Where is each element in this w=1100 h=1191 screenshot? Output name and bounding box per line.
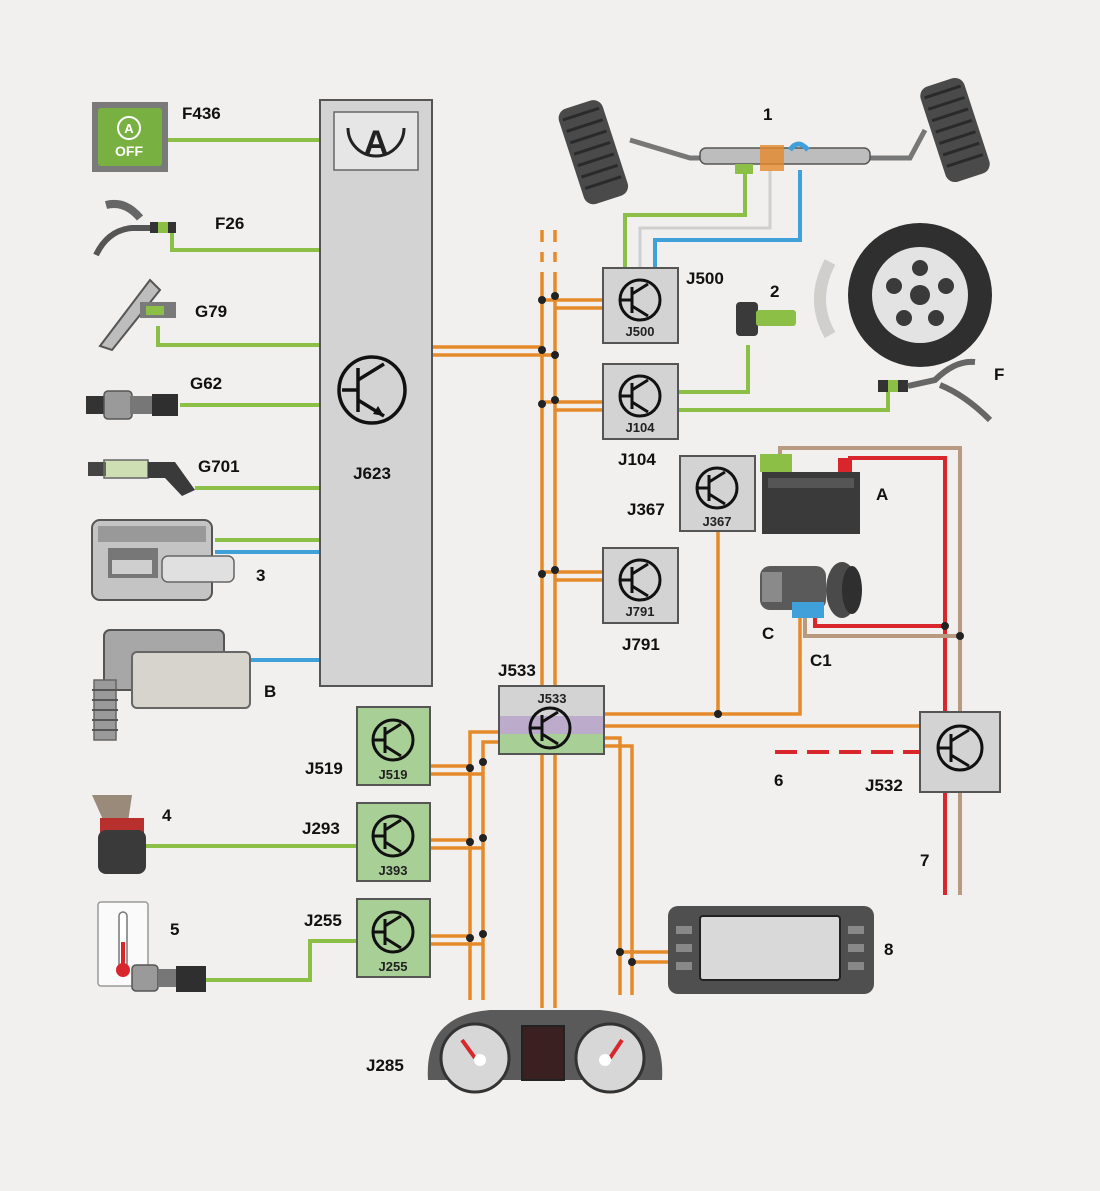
component-label: 8	[884, 940, 893, 959]
component-label: 4	[162, 806, 172, 825]
component-label: G701	[198, 457, 240, 476]
component-label: G79	[195, 302, 227, 321]
component-label: C1	[810, 651, 832, 670]
ecu-label: J532	[865, 776, 903, 795]
component-label: 5	[170, 920, 179, 939]
lin-wires	[215, 170, 802, 662]
ecu-label: J255	[304, 911, 342, 930]
idle-position-sensor-icon	[88, 459, 195, 496]
component-label: 7	[920, 851, 929, 870]
ecu-label: J500	[686, 269, 724, 288]
can-bus	[430, 230, 923, 1008]
alternator-icon	[760, 562, 862, 618]
ecu-label: J519	[305, 759, 343, 778]
dashed-wire-7	[943, 880, 962, 895]
component-label: B	[264, 682, 276, 701]
coolant-temperature-sensor-icon	[86, 390, 178, 420]
transistor-symbol-icon	[337, 355, 407, 425]
ecu-code: J500	[626, 324, 655, 339]
control-unit-j532: J532	[865, 711, 1001, 795]
battery-icon	[760, 454, 860, 534]
ecu-label: J104	[618, 450, 656, 469]
button-text: OFF	[115, 143, 143, 159]
gateway-j533: J533 J533	[498, 661, 605, 755]
clutch-pedal-switch-icon	[93, 199, 176, 257]
control-unit-j519: J519 J519	[305, 706, 431, 786]
ecu-code: J367	[703, 514, 732, 529]
wheel-icon	[814, 223, 992, 367]
ecu-label: J791	[622, 635, 660, 654]
start-stop-button-f436: A OFF F436	[92, 102, 221, 172]
ecu-code: J393	[379, 863, 408, 878]
ecu-label: J533	[498, 661, 536, 680]
instrument-cluster-icon	[427, 1010, 663, 1094]
brake-light-switch-icon	[878, 358, 993, 423]
engine-ecu-label: J623	[353, 464, 391, 483]
starter-motor-icon	[92, 629, 251, 741]
steering-rack-icon	[558, 77, 990, 205]
temperature-sensor-icon	[97, 901, 206, 992]
control-unit-j104: J104 J104	[602, 363, 679, 469]
control-unit-j367: J367 J367	[627, 455, 756, 532]
component-label: A	[876, 485, 888, 504]
ecu-code: J519	[379, 767, 408, 782]
bus-junction-dots	[466, 292, 964, 966]
engine-control-unit-j623: A J623	[319, 99, 433, 687]
wheel-speed-sensor-icon	[736, 302, 796, 336]
component-label: F26	[215, 214, 244, 233]
accelerator-pedal-sensor-icon	[98, 278, 176, 352]
component-label: J285	[366, 1056, 404, 1075]
component-label: 6	[774, 771, 783, 790]
control-unit-j255: J255 J255	[304, 898, 431, 978]
radio-navigation-unit-icon	[668, 906, 874, 994]
ecu-label: J367	[627, 500, 665, 519]
component-label: 1	[763, 105, 772, 124]
ecu-label: J293	[302, 819, 340, 838]
wiring	[145, 138, 964, 1008]
ecu-code: J791	[626, 604, 655, 619]
button-label: F436	[182, 104, 221, 123]
button-symbol: A	[124, 121, 134, 136]
component-label: 2	[770, 282, 779, 301]
component-label: F	[994, 365, 1004, 384]
control-unit-j293: J393 J293	[302, 802, 431, 882]
ecu-code: J255	[379, 959, 408, 974]
control-unit-j791: J791 J791	[602, 547, 679, 654]
seat-belt-buckle-icon	[92, 795, 146, 874]
ecu-code: J104	[626, 420, 656, 435]
engine-icon	[91, 519, 235, 601]
component-label: G62	[190, 374, 222, 393]
control-unit-j500: J500 J500	[602, 267, 724, 344]
sensor-wires	[145, 138, 890, 982]
component-label: C	[762, 624, 774, 643]
component-label: 3	[256, 566, 265, 585]
white-wire	[638, 170, 772, 268]
ecu-code: J533	[538, 691, 567, 706]
